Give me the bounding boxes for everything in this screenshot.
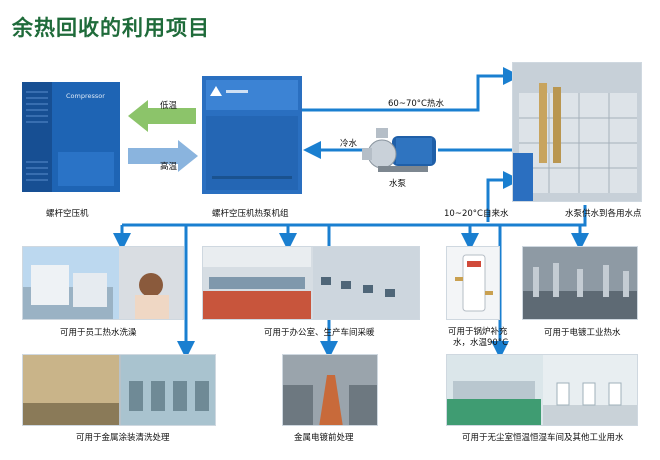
pre-plating-photo [282, 354, 378, 426]
electroplating-photo [522, 246, 638, 320]
boiler-label-1: 可用于锅炉补充 [448, 327, 508, 337]
low-temp-label: 低温 [160, 101, 178, 111]
hot-water-label: 60~70°C热水 [388, 99, 444, 109]
boiler-label-2: 水，水温90°C [453, 338, 509, 348]
water-tank-photo [512, 62, 642, 202]
heat-pump-unit [202, 76, 302, 194]
office-heating-label: 可用于办公室、生产车间采暖 [264, 328, 375, 338]
tap-water-pipe [486, 171, 521, 222]
tank-label: 水泵供水到各用水点 [565, 209, 642, 219]
distribution-bus [122, 205, 587, 227]
metal-coating-label: 可用于金属涂装清洗处理 [76, 433, 170, 443]
compressor-label: 螺杆空压机 [46, 209, 89, 219]
boiler-photo [446, 246, 500, 320]
cleanroom-label: 可用于无尘室恒温恒湿车间及其他工业用水 [462, 433, 624, 443]
cleanroom-photo [446, 354, 638, 426]
low-temp-arrow [128, 100, 196, 132]
water-pump [362, 128, 440, 174]
compressor-brand: Compressor [66, 92, 105, 100]
pre-plating-label: 金属电镀前处理 [294, 433, 354, 443]
heat-pump-label: 螺杆空压机热泵机组 [212, 209, 289, 219]
cold-water-label: 冷水 [340, 139, 358, 149]
hot-water-pipe [300, 67, 521, 112]
metal-coating-photo [22, 354, 216, 426]
staff-bath-label: 可用于员工热水洗澡 [60, 328, 137, 338]
staff-bath-photo [22, 246, 184, 320]
page-title: 余热回收的利用项目 [12, 16, 210, 40]
high-temp-arrow [128, 140, 198, 172]
high-temp-label: 高温 [160, 162, 178, 172]
tap-water-label: 10~20°C自来水 [444, 209, 509, 219]
pump-label: 水泵 [389, 179, 407, 189]
electroplating-label: 可用于电镀工业热水 [544, 328, 621, 338]
office-heating-photo [202, 246, 420, 320]
screw-compressor: Compressor [22, 82, 120, 192]
